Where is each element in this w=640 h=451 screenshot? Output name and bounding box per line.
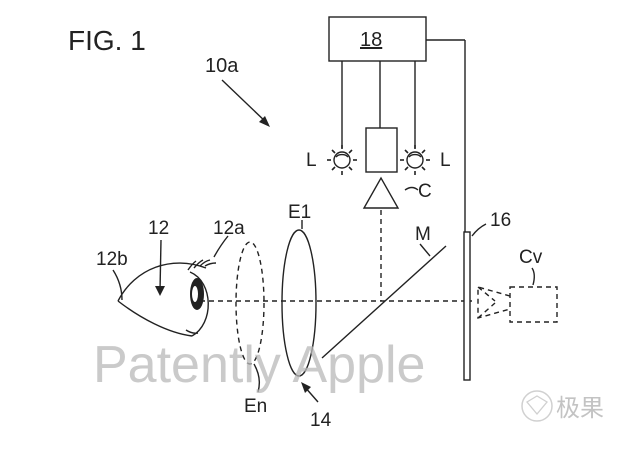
mirror: [321, 245, 447, 359]
camera-c-label: C: [418, 181, 432, 202]
display-leader: [471, 223, 487, 237]
system-label: 10a: [205, 55, 239, 77]
virtual-camera-label: Cv: [519, 247, 543, 268]
mirror-leader: [419, 243, 431, 257]
eye-surface-leader: [213, 235, 229, 258]
camera-c-leader: [404, 186, 419, 191]
lens-e1-label: E1: [288, 202, 311, 223]
light-source-left: [327, 145, 357, 175]
corner-logo-text: 极果: [556, 395, 604, 422]
mirror-label: M: [415, 224, 431, 245]
light-left-label: L: [306, 150, 317, 171]
eye: [117, 259, 217, 337]
camera-c: [362, 127, 400, 209]
optics-label: 14: [310, 410, 332, 431]
watermark-text: Patently Apple: [93, 336, 425, 394]
controller-label: 18: [360, 29, 382, 51]
virtual-camera-leader: [531, 267, 535, 286]
controller-wires: [341, 39, 466, 232]
display-panel: [463, 231, 471, 381]
lens-en-leader: [253, 363, 261, 393]
light-right-label: L: [440, 150, 451, 171]
lens-e1: [281, 229, 317, 377]
system-arrow: [221, 79, 270, 127]
corner-logo: [521, 390, 553, 422]
eye-label: 12: [148, 218, 169, 239]
controller-box: [328, 16, 427, 62]
eye-arrow: [155, 239, 165, 296]
figure-title: FIG. 1: [68, 25, 146, 56]
eye-surface-label: 12a: [213, 218, 245, 239]
lens-en-label: En: [244, 396, 267, 417]
optics-arrow: [301, 382, 319, 403]
display-label: 16: [490, 210, 511, 231]
virtual-camera: [477, 286, 558, 323]
eyelid-leader: [112, 269, 123, 301]
eyelid-label: 12b: [96, 249, 128, 270]
lens-en: [235, 241, 265, 365]
light-source-right: [400, 145, 430, 175]
